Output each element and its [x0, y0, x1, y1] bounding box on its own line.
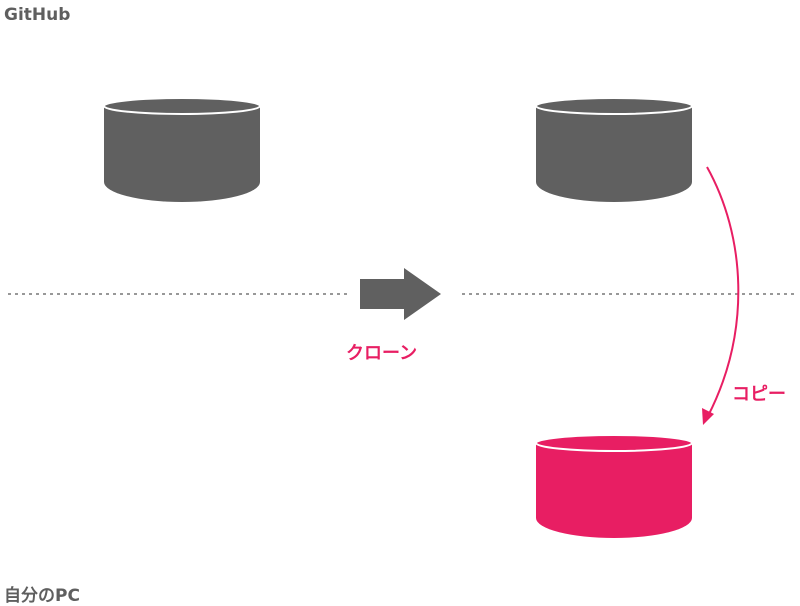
local-repository-icon — [535, 434, 693, 538]
original-repository-icon — [103, 97, 261, 202]
copy-label: コピー — [732, 384, 786, 405]
clone-arrow-icon — [360, 268, 441, 320]
local-pc-region-label: 自分のPC — [4, 586, 80, 606]
github-region-label: GitHub — [4, 5, 71, 25]
copy-arrow-icon — [702, 166, 740, 425]
cloned-repository-icon — [535, 97, 693, 202]
clone-label: クローン — [346, 343, 418, 364]
